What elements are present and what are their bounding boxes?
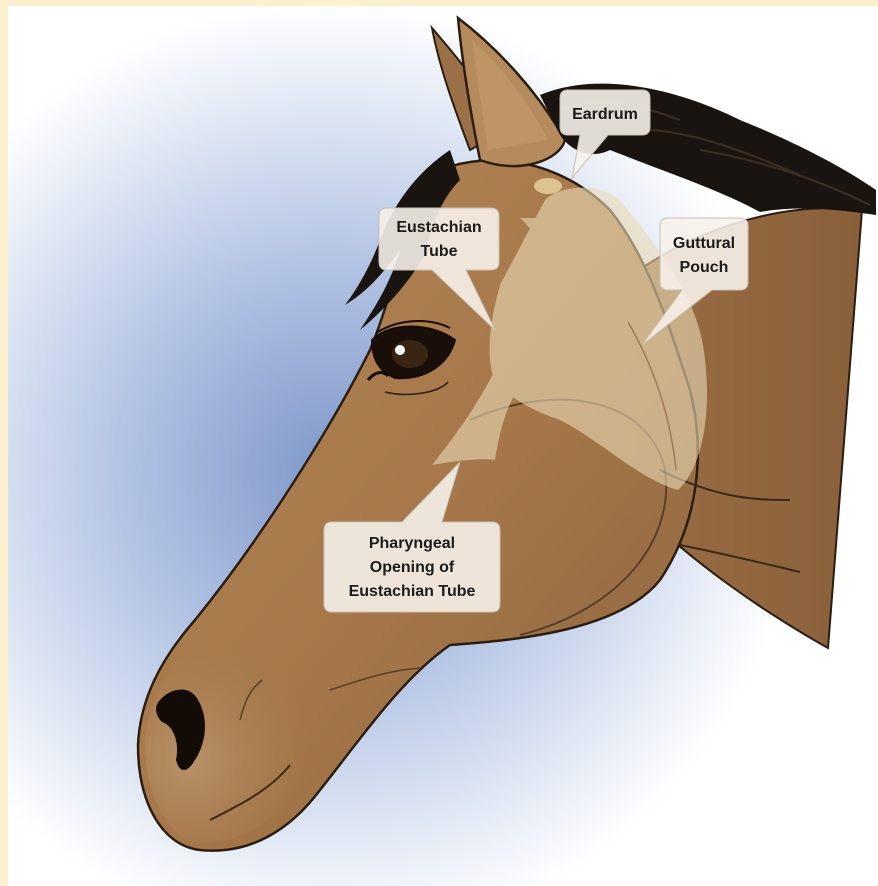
illustration-frame: Eardrum Eustachian Tube Guttural Pouch P… [8,6,878,886]
label-pharyngeal-line3: Eustachian Tube [349,583,476,600]
label-guttural-line2: Pouch [680,259,729,276]
horse-head-diagram: Eardrum Eustachian Tube Guttural Pouch P… [8,6,878,886]
label-eardrum: Eardrum [572,106,638,123]
label-pharyngeal-line2: Opening of [370,559,455,576]
label-eustachian-line1: Eustachian [396,219,481,236]
label-pharyngeal-line1: Pharyngeal [369,535,455,552]
label-guttural-line1: Guttural [673,235,735,252]
label-eustachian-line2: Tube [420,243,457,260]
eardrum-marker [534,178,562,194]
